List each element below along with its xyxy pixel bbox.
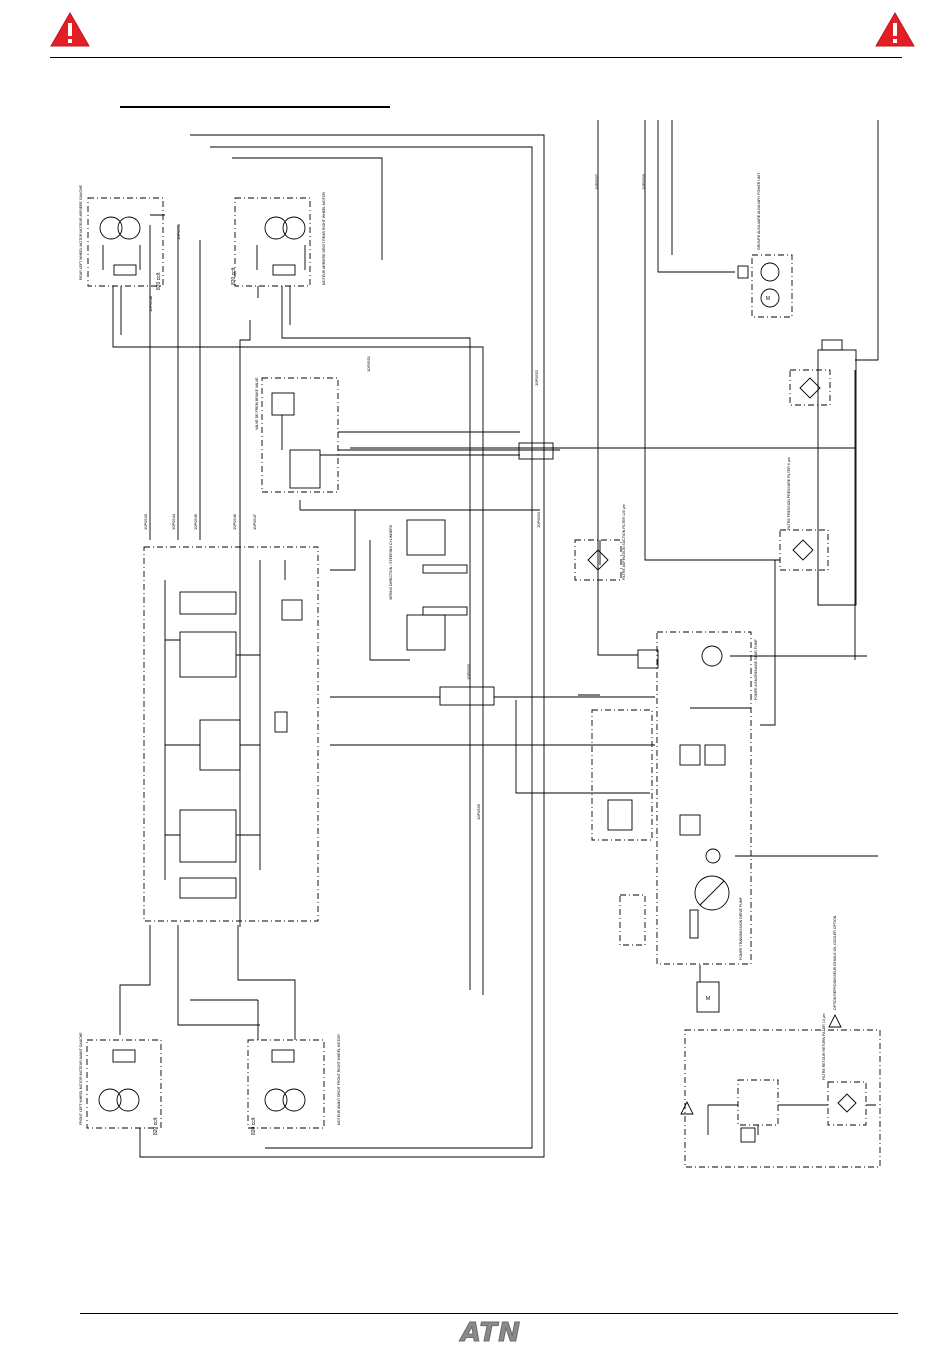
label-aux-unit: GROUPE AUXILIAIRE AUXILIARY POWER UNIT [757, 172, 761, 250]
label-return-filter: FILTRE RETOUR RETURN FILTER 10 µm [822, 1013, 826, 1080]
motor-front-left [86, 1039, 162, 1129]
hose-code-label: 10P0543 [143, 513, 148, 530]
footer-rule [80, 1313, 898, 1314]
hose-code-label: 10P0556 [476, 803, 481, 820]
oil-cooler-option [684, 1029, 881, 1168]
cc-label-rr: 820 cc/t [231, 267, 237, 285]
suction-filter [574, 539, 622, 581]
label-drive-pump: POMPE TRANSMISSION DRIVE PUMP [739, 896, 743, 960]
engine-label: M [766, 296, 770, 302]
label-suction-filter: FILTRE ASPIRATION SUCTION FILTER 125 µm [622, 504, 626, 580]
hose-code-label: 10P0552 [534, 369, 539, 386]
hose-code-label: 10P0551 [366, 355, 371, 372]
label-option: OPTION REFROIDISSEUR D'HUILE OIL COOLER … [833, 915, 837, 1010]
label-pressure-filter: FILTRE PRESSION PRESSURE FILTER 6 µm [787, 457, 791, 530]
hose-code-label: 10P0555 [466, 663, 471, 680]
motor-front-right [247, 1039, 325, 1129]
hose-code-label: 10P0557 [594, 173, 599, 190]
hose-code-label: 10P0553 [536, 511, 541, 528]
label-motor-front-right: MOTEUR AVANT DROIT FRONT RIGHT WHEEL MOT… [337, 1034, 341, 1125]
pump-unit [656, 631, 752, 965]
header-rule [50, 57, 902, 58]
label-brake-valve: VALVE DE FREIN BRAKE VALVE [255, 377, 259, 430]
engine-label-2: M [706, 996, 710, 1002]
hose-code-label: 10P0544 [171, 513, 176, 530]
warning-triangle-icon [50, 12, 90, 47]
hose-code-label: 10P0548 [148, 295, 153, 312]
label-motor-rear-right: MOTEUR ARRIERE DROIT REAR RIGHT WHEEL MO… [322, 192, 326, 285]
atn-logo: ATN [455, 1318, 527, 1349]
cc-label-rl: 820 cc/t [156, 272, 162, 290]
logo-text: ATN [460, 1318, 522, 1349]
cc-label-fl: 820 cc/t [153, 1117, 159, 1135]
title-underline [120, 106, 390, 108]
hose-code-label: 10P0547 [252, 513, 257, 530]
motor-rear-right [234, 197, 311, 287]
warning-triangle-icon [875, 12, 915, 47]
brake-valve [261, 377, 339, 493]
hose-code-label: 10P0545 [193, 513, 198, 530]
cc-label-fr: 820 cc/t [251, 1117, 257, 1135]
motor-rear-left [87, 197, 164, 287]
hose-code-label: 10P0550 [176, 223, 181, 240]
aux-power-unit [751, 254, 793, 318]
pressure-filter [779, 529, 829, 571]
hose-code-label: 10P0546 [232, 513, 237, 530]
hose-code-label: 10P0559 [641, 173, 646, 190]
label-motor-front-left: FRONT LEFT WHEEL MOTOR MOTEUR AVANT GAUC… [79, 1032, 83, 1125]
label-gear-pump: POMPE A ENGRENAGE GEAR PUMP [754, 638, 758, 700]
control-valve-block [143, 546, 319, 922]
label-steering: VERINS DIRECTION / STEERING CYLINDERS [389, 524, 393, 600]
label-motor-rear-left: REAR LEFT WHEEL MOTOR MOTEUR ARRIERE GAU… [79, 184, 83, 280]
